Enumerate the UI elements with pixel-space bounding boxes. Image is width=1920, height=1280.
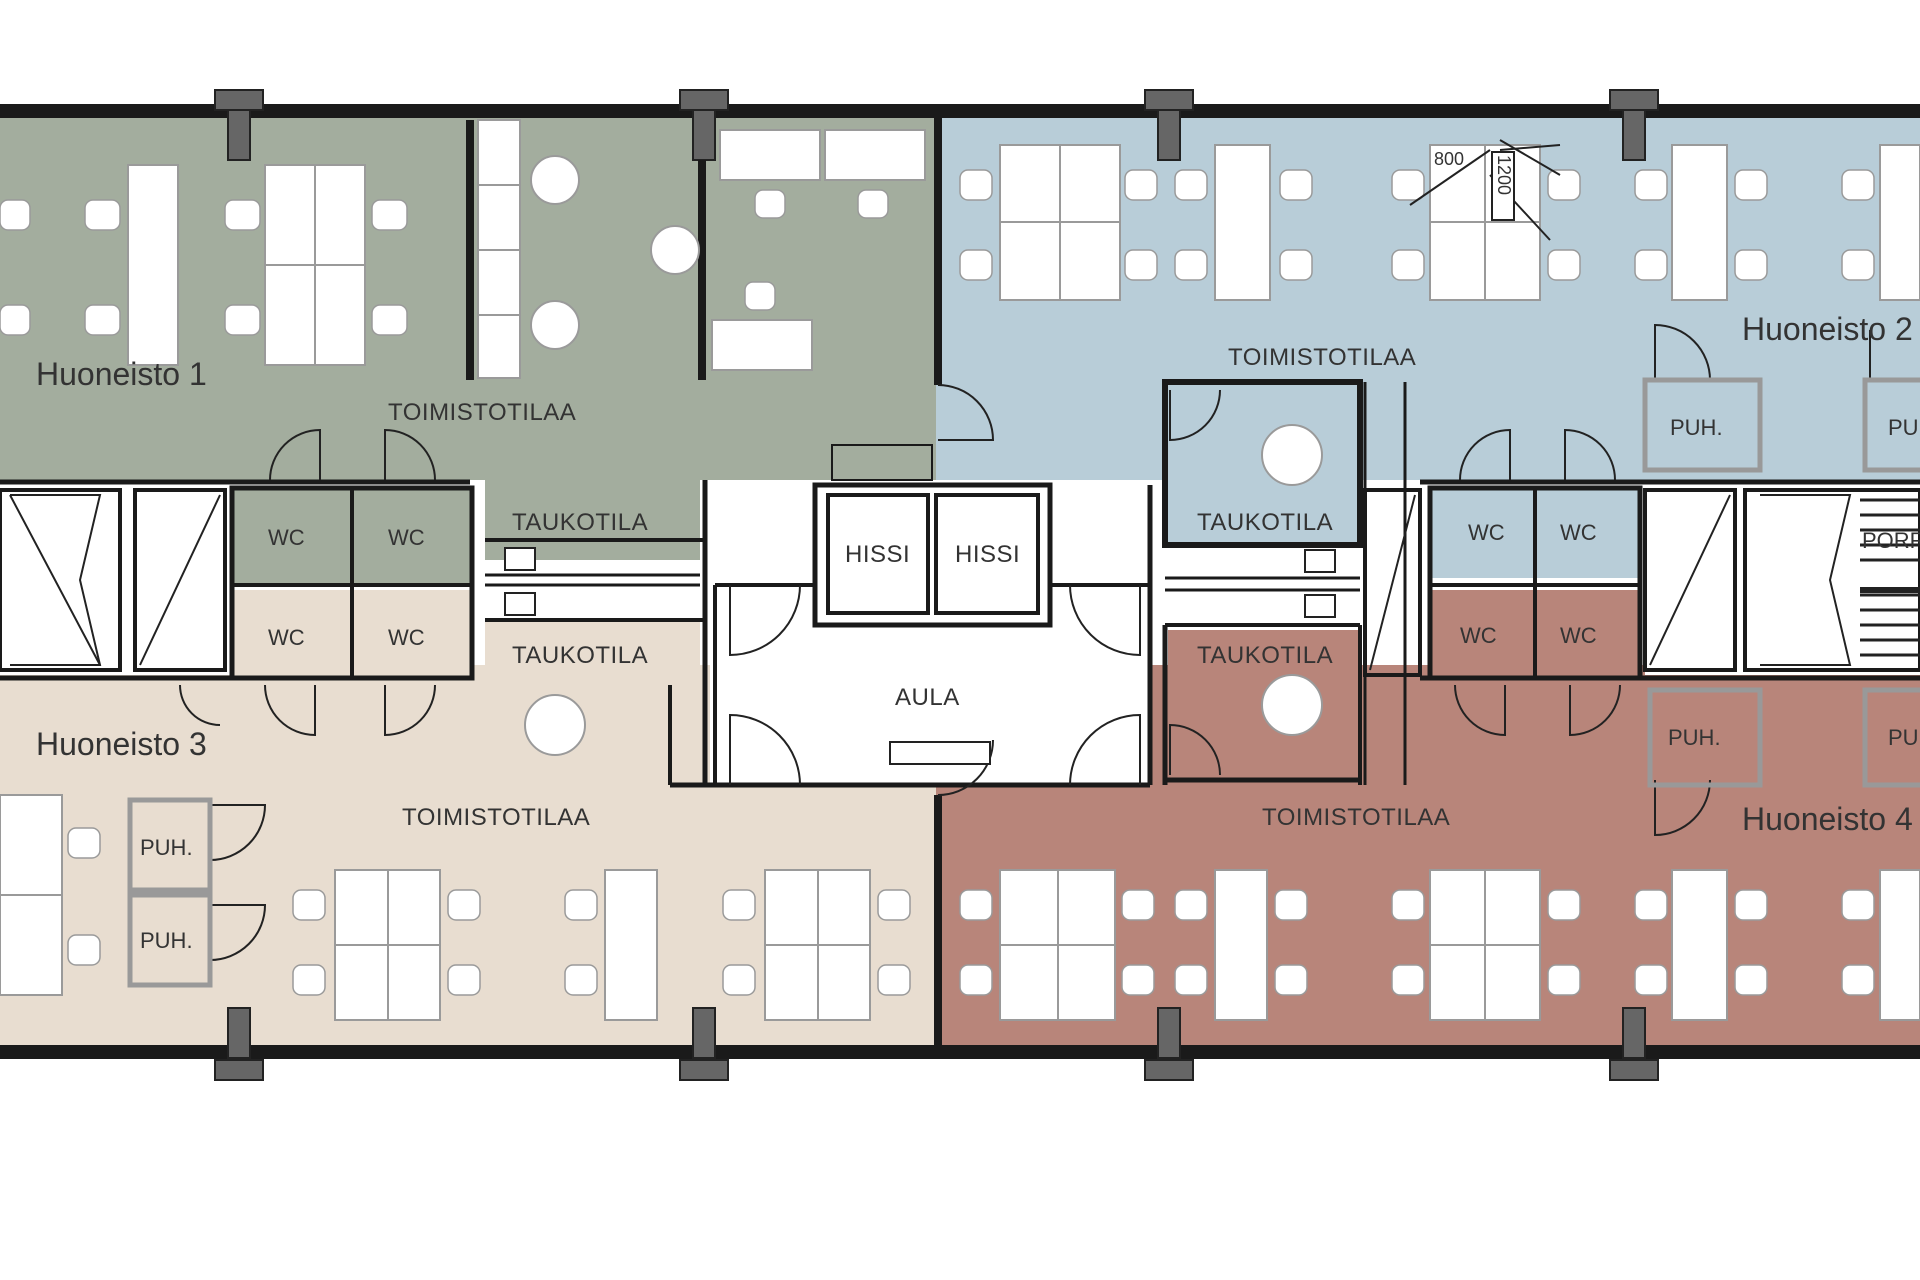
stairs-label: PORR (1862, 528, 1920, 553)
labels: Huoneisto 1 Huoneisto 2 Huoneisto 3 Huon… (36, 149, 1920, 953)
dimension-marks (1409, 139, 1561, 241)
break-room-label-1: TAUKOTILA (512, 509, 648, 536)
phone-label-3: PUH. (1668, 725, 1721, 750)
apartment-1-label: Huoneisto 1 (36, 356, 207, 392)
exterior-walls (0, 104, 1920, 1059)
interior-walls (0, 118, 1920, 1045)
doors (179, 323, 1871, 961)
apartment-4-label: Huoneisto 4 (1742, 801, 1913, 837)
phone-label-6: PUH. (140, 928, 193, 953)
wc-label-5: WC (1468, 520, 1505, 545)
break-room-label-3: TAUKOTILA (512, 642, 648, 669)
break-room-label-4: TAUKOTILA (1197, 642, 1333, 669)
wc-label-3: WC (268, 625, 305, 650)
elevator-label-1: HISSI (845, 541, 910, 568)
zone-core-left (0, 485, 232, 675)
shaft-markings (9, 494, 1852, 671)
dimension-depth-label: 1200 (1494, 155, 1514, 195)
phone-label-5: PUH. (140, 835, 193, 860)
office-label-1: TOIMISTOTILAA (388, 399, 576, 426)
furniture (0, 119, 1920, 1021)
lobby-label: AULA (895, 684, 960, 711)
office-label-4: TOIMISTOTILAA (1262, 804, 1450, 831)
wc-label-1: WC (268, 525, 305, 550)
zone-break-1 (485, 480, 700, 560)
stairs (1860, 498, 1920, 657)
zone-break-3 (485, 620, 700, 780)
columns (214, 89, 1659, 1081)
phone-label-2: PUH. (1888, 415, 1920, 440)
apartment-2-label: Huoneisto 2 (1742, 311, 1913, 347)
dimension-width-label: 800 (1434, 149, 1464, 169)
wc-label-4: WC (388, 625, 425, 650)
break-room-label-2: TAUKOTILA (1197, 509, 1333, 536)
wc-label-2: WC (388, 525, 425, 550)
kitchen-counters (504, 547, 1336, 765)
elevator-label-2: HISSI (955, 541, 1020, 568)
phone-label-4: PUH. (1888, 725, 1920, 750)
wc-label-7: WC (1460, 623, 1497, 648)
office-label-3: TOIMISTOTILAA (402, 804, 590, 831)
wc-label-6: WC (1560, 520, 1597, 545)
phone-label-1: PUH. (1670, 415, 1723, 440)
phone-booths (127, 377, 1920, 988)
office-label-2: TOIMISTOTILAA (1228, 344, 1416, 371)
apartment-3-label: Huoneisto 3 (36, 726, 207, 762)
wc-label-8: WC (1560, 623, 1597, 648)
